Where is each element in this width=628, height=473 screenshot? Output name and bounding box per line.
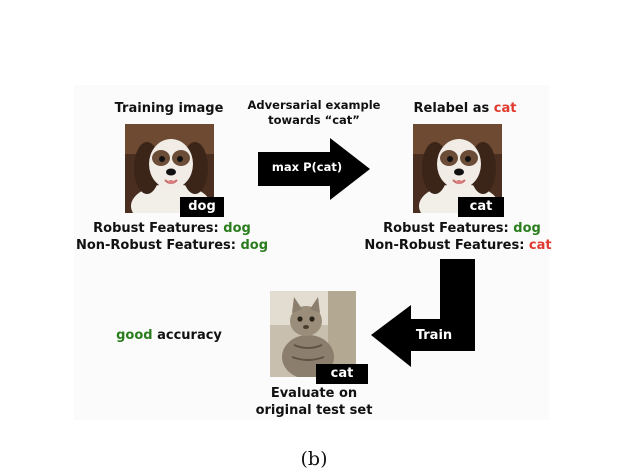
train-label: Train — [415, 328, 453, 343]
robust-features-label: Robust Features: — [383, 221, 514, 236]
adversarial-title-line1: Adversarial example — [247, 98, 381, 112]
relabel-title: Relabel as cat — [395, 101, 535, 116]
relabel-prefix: Relabel as — [413, 101, 494, 116]
figure-caption: (b) — [300, 448, 328, 470]
training-image-title: Training image — [114, 101, 224, 116]
robust-features-value: dog — [223, 221, 251, 236]
cat-label-tag: cat — [458, 197, 504, 217]
adversarial-title-line2: towards “cat” — [268, 113, 360, 127]
dog-image — [125, 124, 214, 213]
robust-features-value: dog — [513, 221, 541, 236]
nonrobust-features-label: Non-Robust Features: — [75, 238, 241, 253]
accuracy-suffix: accuracy — [152, 328, 222, 343]
adversarial-dog-image — [413, 124, 502, 213]
left-robust-features: Robust Features: dog — [82, 221, 262, 236]
dog-label-tag: dog — [180, 197, 224, 217]
right-nonrobust-features: Non-Robust Features: cat — [358, 238, 558, 253]
nonrobust-features-value: dog — [240, 238, 269, 253]
nonrobust-features-label: Non-Robust Features: — [364, 238, 529, 253]
nonrobust-features-value: cat — [528, 238, 552, 253]
left-nonrobust-features: Non-Robust Features: dog — [72, 238, 272, 253]
accuracy-value: good — [116, 328, 153, 343]
evaluate-line1: Evaluate on — [270, 386, 358, 401]
train-arrow-icon — [371, 259, 475, 367]
cat-image — [270, 291, 356, 377]
relabel-value: cat — [493, 101, 517, 116]
right-arrow-icon — [258, 138, 370, 200]
max-p-cat-label: max P(cat) — [271, 160, 343, 174]
evaluate-line2: original test set — [255, 403, 373, 418]
accuracy-result: good accuracy — [104, 328, 234, 343]
robust-features-label: Robust Features: — [93, 221, 224, 236]
cat-test-label-tag: cat — [316, 364, 368, 384]
right-robust-features: Robust Features: dog — [372, 221, 552, 236]
